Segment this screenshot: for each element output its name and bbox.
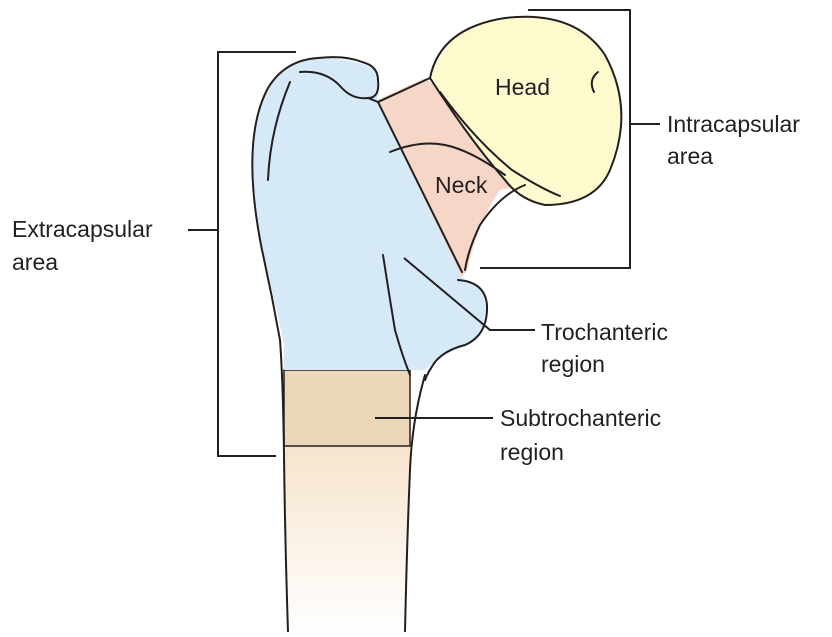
linea-aspera [382, 254, 411, 376]
subtrochanteric-label-line2: region [500, 439, 564, 465]
intertrochanteric-line [377, 101, 463, 273]
trochanteric-region [252, 58, 486, 370]
subtrochanteric-label-line1: Subtrochanteric [500, 405, 661, 431]
subtrochanteric-region [283, 369, 411, 447]
extracapsular-bracket [217, 51, 296, 457]
trochanteric-leader [403, 257, 535, 331]
femur-shaft [284, 446, 410, 632]
head-label: Head [495, 74, 550, 100]
trochanteric-label-line2: region [541, 351, 605, 377]
greater-trochanter-tip [299, 56, 380, 100]
femur-lateral-outline [251, 57, 319, 456]
lesser-trochanter [424, 279, 489, 381]
neck-ridge [389, 142, 506, 176]
trochanter-inner-line [267, 81, 291, 181]
fovea-mark [590, 71, 599, 93]
intracapsular-label-line1: Intracapsular [667, 111, 800, 137]
neck-label: Neck [435, 172, 488, 198]
lateral-shaft-outline [283, 454, 289, 633]
intracapsular-bracket [480, 9, 631, 269]
femoral-neck [377, 78, 525, 278]
head-inner-curve [439, 91, 561, 197]
intracapsular-label-line2: area [667, 143, 713, 169]
medial-shaft-outline [404, 374, 426, 633]
extracapsular-label-line1: Extracapsular [12, 216, 153, 242]
extracapsular-label-line2: area [12, 249, 58, 275]
femoral-head [428, 15, 623, 207]
trochanteric-label-line1: Trochanteric [541, 319, 668, 345]
neck-lower-outline [464, 184, 526, 271]
